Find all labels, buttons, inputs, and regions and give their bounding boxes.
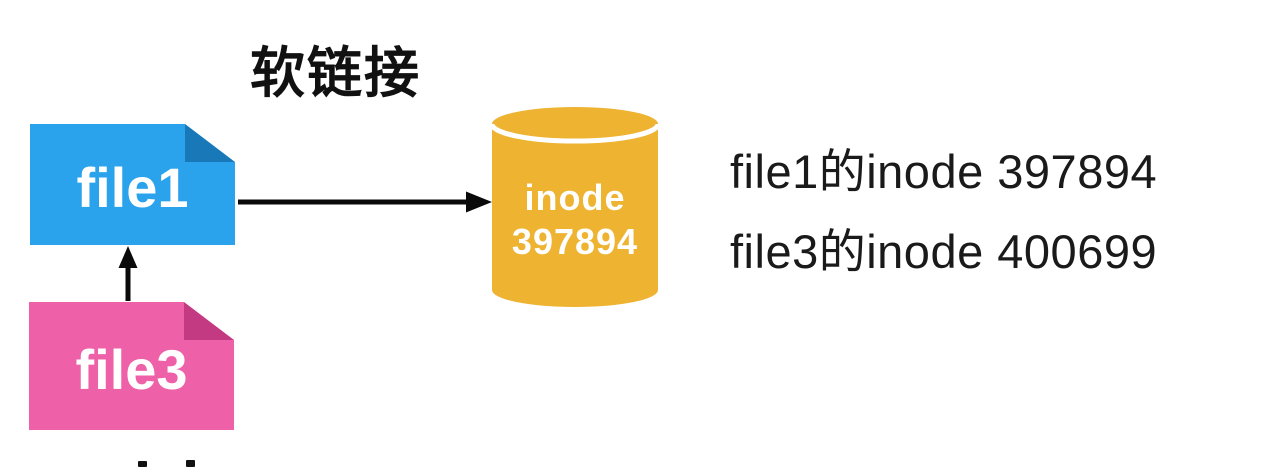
cropped-text-mark [138,461,147,467]
note-file1-inode: file1的inode 397894 [730,145,1158,198]
diagram-title: 软链接 [250,42,422,104]
cropped-text-mark [186,460,195,467]
note-file3-inode: file3的inode 400699 [730,225,1158,278]
cylinder-top-cap [492,107,658,141]
arrow-up-icon [118,246,138,301]
inode-name: inode [524,177,626,218]
cylinder-body [492,124,658,307]
file1-label: file1 [76,156,189,219]
file3-label: file3 [75,337,188,401]
file1-node: file1 [30,124,235,245]
arrow-right-icon [238,191,492,213]
file3-fold-corner-icon [184,302,234,340]
inode-number: 397894 [511,221,639,262]
file1-fold-corner-icon [185,124,235,162]
file3-node: file3 [29,302,234,430]
inode-label: inode 397894 [492,176,658,264]
arrow-right-head [466,191,492,213]
cylinder-seam [492,123,658,144]
inode-database-cylinder-icon [492,107,658,307]
arrow-up-head [118,246,138,268]
